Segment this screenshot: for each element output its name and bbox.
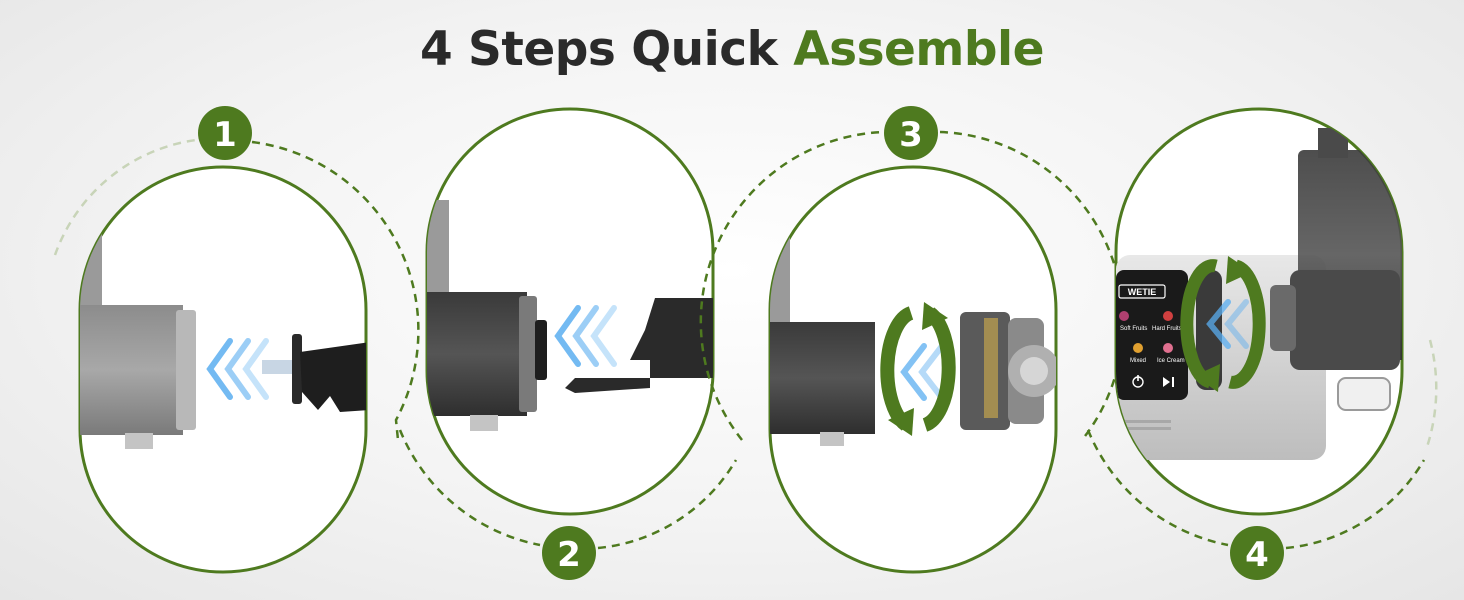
step-2-badge: [542, 526, 596, 580]
step-4-number: 4: [1245, 535, 1269, 575]
power-icon[interactable]: [1132, 375, 1144, 388]
title-accent: Assemble: [793, 22, 1045, 77]
step-4-dashed-arc-faded: [1424, 339, 1438, 451]
menu-soft-fruits[interactable]: Soft Fruits: [1120, 326, 1147, 332]
step-1-number: 1: [213, 115, 237, 155]
control-screen: [1116, 270, 1188, 400]
page-title: 4 Steps Quick Assemble: [0, 22, 1464, 77]
juicing-bowl-assembled: [1290, 270, 1400, 370]
rotate-clockwise-icon: [880, 302, 956, 436]
juicer-housing-with-bowl: [770, 322, 875, 434]
step-4-panel: WETIE Soft Fruits Hard Fruits Mixed Ice …: [1086, 107, 1438, 580]
double-chevron-arrow-icon: [554, 305, 617, 367]
rotate-clockwise-icon: [1180, 256, 1266, 392]
step-3-dashed-arc-right: [939, 130, 1125, 441]
play-pause-icon[interactable]: [1163, 377, 1174, 387]
juicer-housing: [80, 305, 183, 435]
double-chevron-arrow-icon: [206, 338, 269, 400]
step-2-number: 2: [557, 535, 581, 575]
auger-part: [292, 334, 302, 404]
step-3-badge: [884, 106, 938, 160]
step-3-number: 3: [899, 115, 923, 155]
menu-ice-cream[interactable]: Ice Cream: [1157, 358, 1185, 364]
title-prefix: 4 Steps Quick: [419, 22, 778, 77]
step-1-dashed-arc: [251, 140, 420, 441]
step-2-panel: 2: [398, 107, 738, 580]
double-chevron-arrow-icon: [1206, 299, 1249, 349]
step-3-dashed-arc-left: [699, 130, 885, 441]
step-4-badge: [1230, 526, 1284, 580]
step-4-dashed-arc-right: [1285, 459, 1426, 550]
menu-mixed[interactable]: Mixed: [1130, 358, 1146, 364]
brand-logo: WETIE: [1128, 287, 1157, 297]
step-2-dashed-arc-right: [597, 459, 738, 550]
menu-hard-fruits[interactable]: Hard Fruits: [1152, 326, 1182, 332]
step-3-panel: 3: [699, 106, 1125, 574]
juicing-bowl-part: [565, 298, 713, 393]
step-1-badge: [198, 106, 252, 160]
step-1-panel: 1: [53, 106, 420, 574]
double-chevron-arrow-icon: [900, 343, 945, 401]
juicer-housing-with-auger: [427, 292, 527, 416]
